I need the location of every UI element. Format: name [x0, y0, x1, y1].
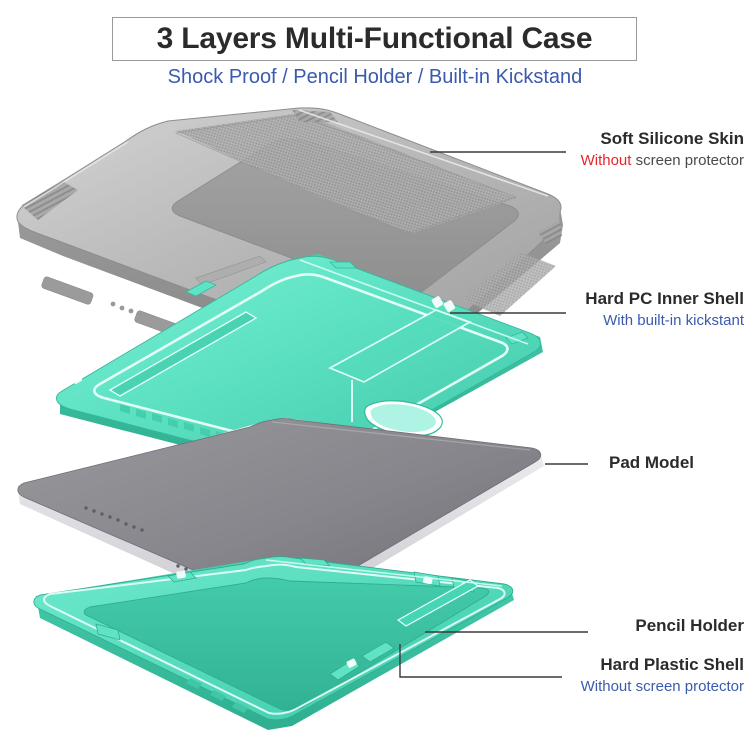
page-title-box: 3 Layers Multi-Functional Case: [112, 17, 637, 61]
callout-sub-soft-silicone-skin: Without screen protector: [581, 150, 744, 171]
callout-soft-silicone-skin: Soft Silicone Skin Without screen protec…: [581, 128, 744, 171]
callout-title-pad-model: Pad Model: [608, 453, 694, 472]
callout-sub-emphasis: Without: [580, 152, 632, 169]
leader-line-hard-plastic-shell: [399, 644, 562, 678]
leader-lines: [399, 151, 588, 678]
callout-pencil-holder: Pencil Holder: [635, 615, 744, 637]
page-subtitle: Shock Proof / Pencil Holder / Built-in K…: [167, 66, 583, 88]
callout-sub-rest: screen protector: [631, 152, 744, 169]
callout-title-hard-pc-inner-shell: Hard PC Inner Shell: [585, 289, 744, 308]
callout-sub-hard-plastic-shell: Without screen protector: [580, 678, 744, 695]
callout-hard-plastic-shell: Hard Plastic Shell Without screen protec…: [581, 654, 744, 697]
callout-title-soft-silicone-skin: Soft Silicone Skin: [600, 129, 744, 148]
callout-sub-hard-pc-inner-shell: With built-in kickstant: [603, 312, 744, 329]
callout-title-pencil-holder: Pencil Holder: [635, 616, 744, 635]
callout-pad-model: Pad Model: [609, 452, 694, 474]
callout-title-hard-plastic-shell: Hard Plastic Shell: [600, 655, 744, 674]
layer-hard-plastic-shell: [33, 556, 514, 730]
callout-hard-pc-inner-shell: Hard PC Inner Shell With built-in kickst…: [585, 288, 744, 331]
page-title: 3 Layers Multi-Functional Case: [156, 22, 593, 55]
layer-hard-pc-inner-shell: [56, 254, 543, 476]
